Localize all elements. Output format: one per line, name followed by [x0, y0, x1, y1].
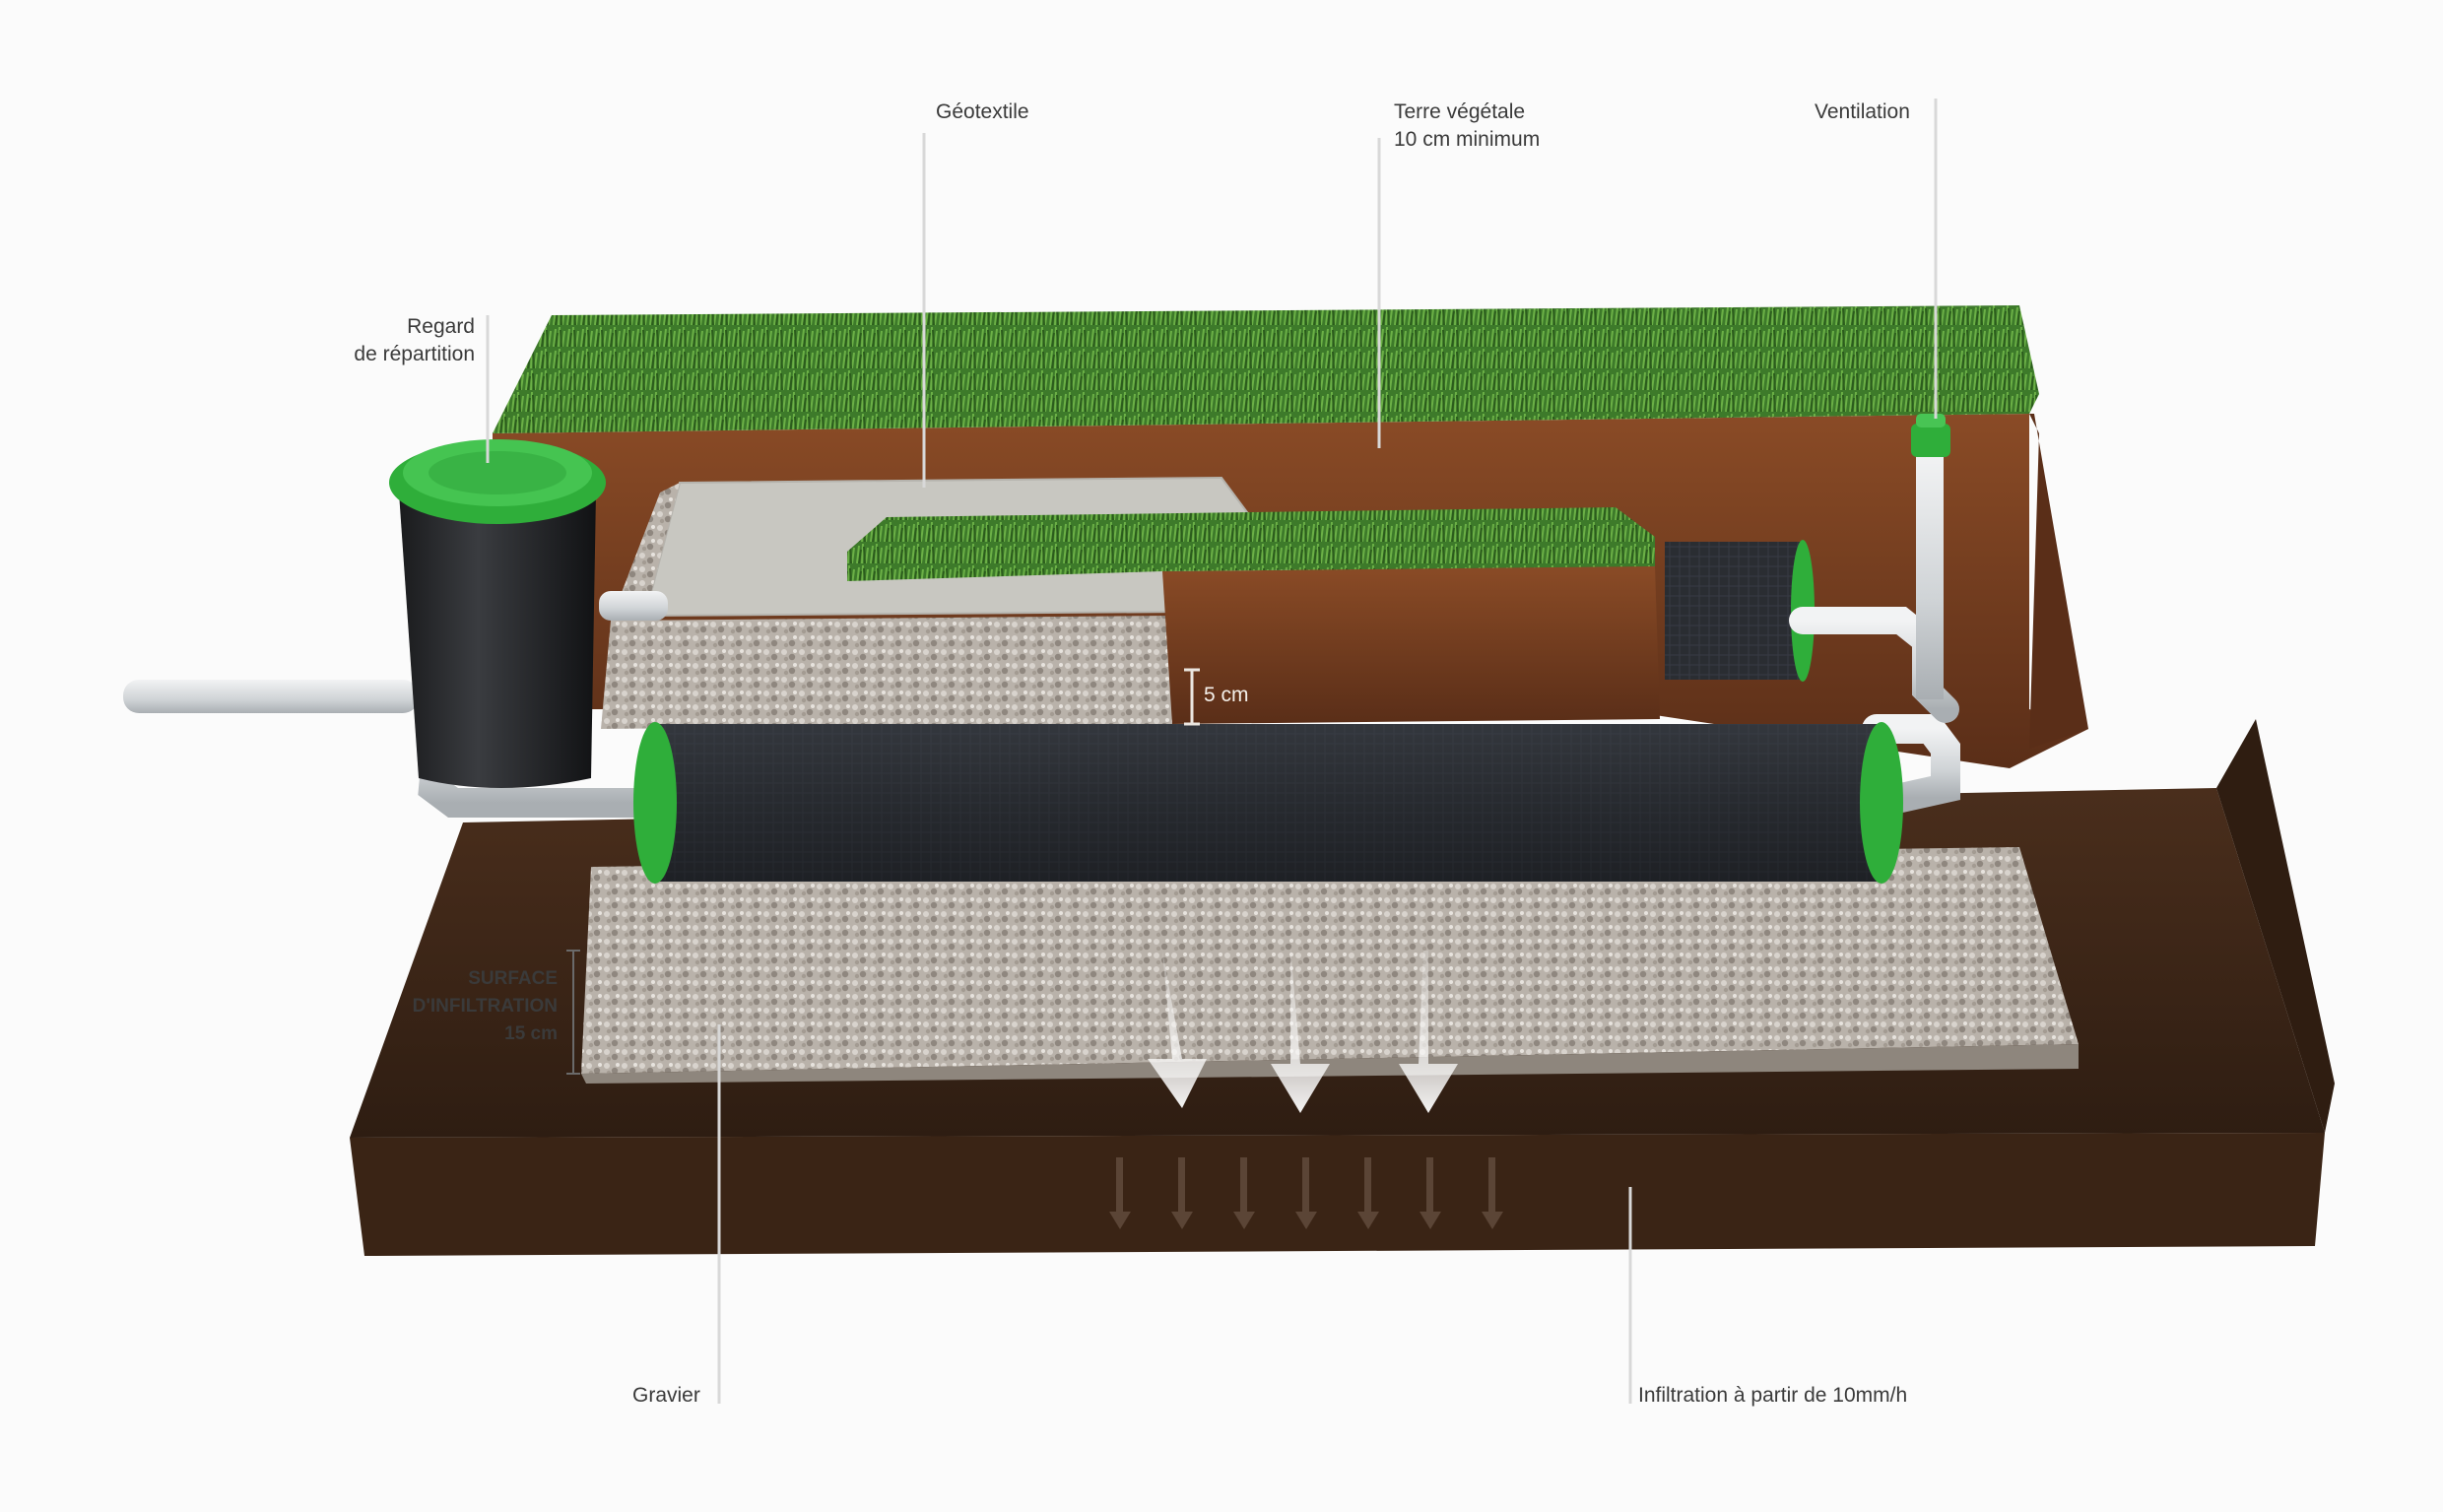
- label-terre-line2: 10 cm minimum: [1394, 128, 1541, 151]
- label-surface-line1: SURFACE: [468, 968, 558, 989]
- label-5cm: 5 cm: [1204, 682, 1249, 709]
- distribution-box: [389, 439, 606, 788]
- surface-dimension: [566, 950, 580, 1075]
- label-regard-line2: de répartition: [354, 343, 475, 365]
- label-terre: Terre végétale 10 cm minimum: [1394, 99, 1540, 154]
- top-grass: [493, 305, 2039, 433]
- leader-lines: [486, 99, 1938, 1404]
- upper-gravel-bed: [601, 483, 1172, 729]
- label-5cm-text: 5 cm: [1204, 684, 1249, 706]
- label-terre-line1: Terre végétale: [1394, 100, 1526, 123]
- label-ventilation-text: Ventilation: [1815, 100, 1910, 123]
- dimension-marks: [1184, 668, 1200, 726]
- back-drain-tube: [1665, 540, 1815, 682]
- label-regard-line1: Regard: [407, 315, 475, 338]
- label-surface-line3: 15 cm: [504, 1023, 558, 1044]
- label-infiltration: Infiltration à partir de 10mm/h: [1638, 1382, 1907, 1410]
- label-gravier: Gravier: [632, 1382, 700, 1410]
- ground-arrows: [1109, 1157, 1503, 1229]
- backfill-soil-block: [847, 507, 1660, 724]
- label-gravier-text: Gravier: [632, 1384, 700, 1407]
- label-infiltration-text: Infiltration à partir de 10mm/h: [1638, 1384, 1908, 1407]
- label-surface: SURFACE D'INFILTRATION 15 cm: [374, 965, 558, 1048]
- main-gravel-bed: [581, 847, 2079, 1084]
- main-drain-tube: [633, 722, 1903, 884]
- infiltration-arrows: [1148, 946, 1458, 1113]
- label-geotextile-text: Géotextile: [936, 100, 1029, 123]
- label-surface-line2: D'INFILTRATION: [412, 996, 558, 1017]
- pipes: [123, 453, 1960, 818]
- label-ventilation: Ventilation: [1815, 99, 1910, 126]
- label-regard: Regard de répartition: [325, 313, 475, 368]
- label-geotextile: Géotextile: [936, 99, 1029, 126]
- ventilation-cap-icon: [1911, 414, 1950, 457]
